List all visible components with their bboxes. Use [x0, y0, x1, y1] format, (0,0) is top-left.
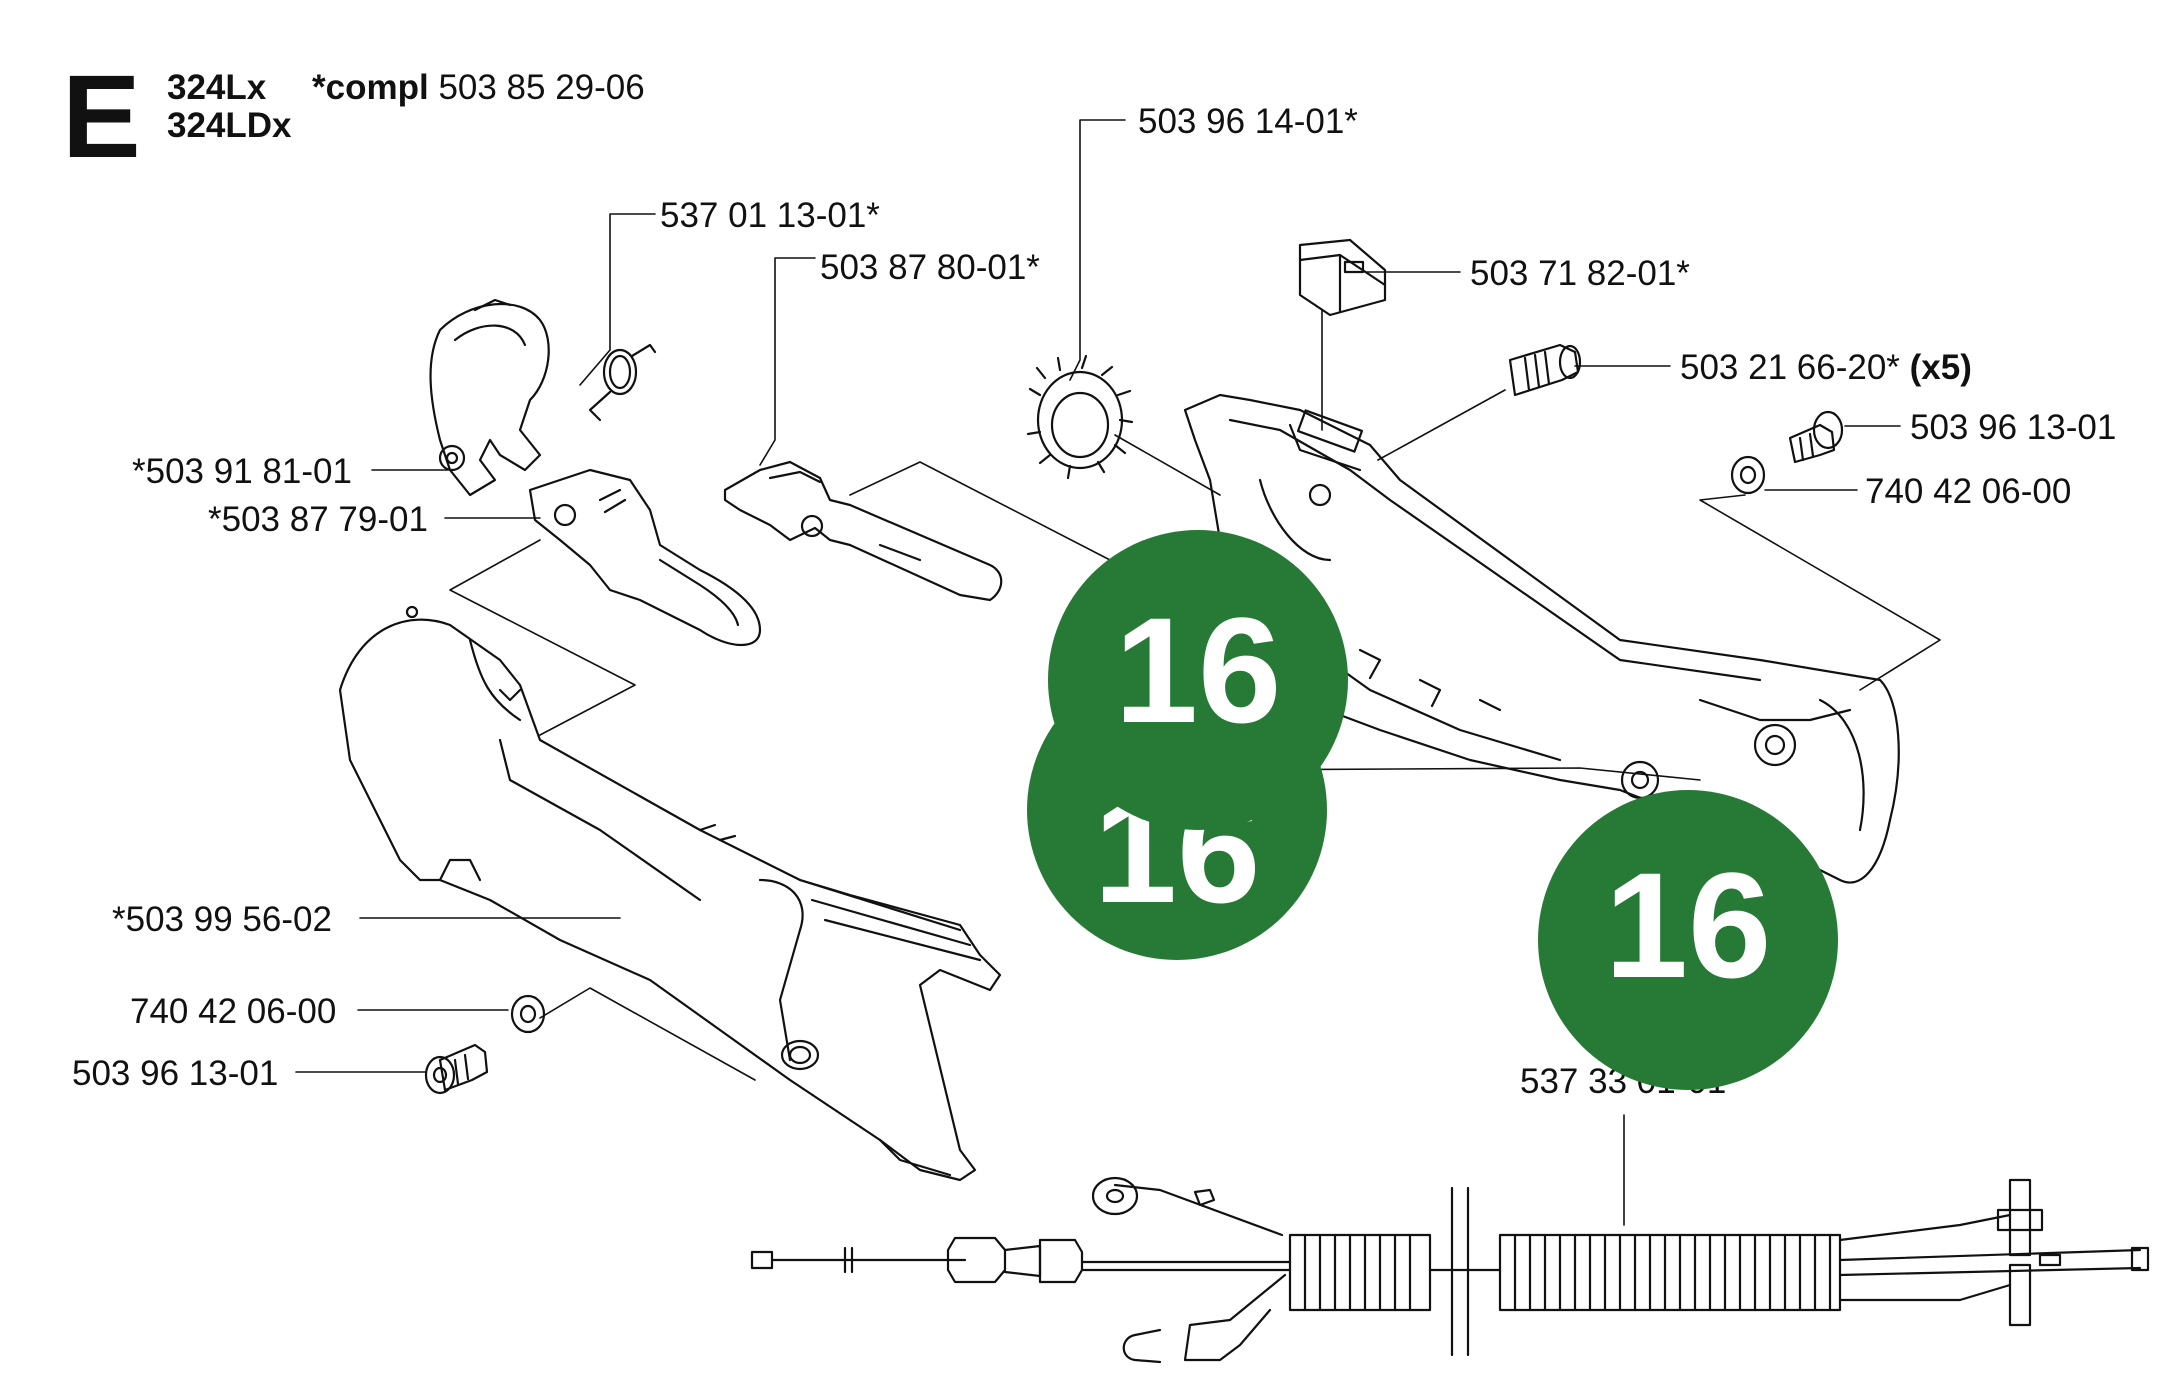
- leader-lines: [295, 119, 1941, 1226]
- part-number-503-21-66-20: 503 21 66-20*: [1680, 348, 1900, 387]
- clamp-drawing: [429, 298, 550, 497]
- model-name-2: 324LDx: [167, 106, 292, 145]
- part-label-503-99-56-02: *503 99 56-02: [112, 900, 332, 939]
- washer-right-drawing: [1730, 455, 1766, 495]
- part-label-503-71-82-01: 503 71 82-01*: [1470, 254, 1690, 293]
- screw-drawing: [1508, 343, 1582, 397]
- part-label-740-42-06-00-left: 740 42 06-00: [130, 992, 337, 1031]
- part-label-537-01-13-01: 537 01 13-01*: [660, 196, 880, 235]
- part-label-503-91-81-01: *503 91 81-01: [132, 452, 352, 491]
- part-label-503-96-13-01-left: 503 96 13-01: [72, 1054, 279, 1093]
- part-label-503-96-13-01-right: 503 96 13-01: [1910, 408, 2117, 447]
- part-label-740-42-06-00-right: 740 42 06-00: [1865, 472, 2072, 511]
- switch-drawing: [1298, 238, 1387, 317]
- cable-drawing: [750, 1176, 2150, 1364]
- washer-left-drawing: [510, 994, 546, 1034]
- complete-label: *compl: [312, 68, 429, 107]
- grip-drawing: [338, 605, 1002, 1182]
- complete-number: 503 85 29-06: [438, 68, 645, 107]
- part-label-503-87-79-01: *503 87 79-01: [208, 500, 428, 539]
- part-label-503-87-80-01: 503 87 80-01*: [820, 248, 1040, 287]
- screw-right-drawing: [1788, 410, 1844, 464]
- part-label-503-96-14-01: 503 96 14-01*: [1138, 102, 1358, 141]
- complete-assembly-note: *compl 503 85 29-06: [312, 70, 645, 105]
- model-name-1: 324Lx: [167, 68, 267, 107]
- lever-drawing: [723, 460, 1003, 602]
- badge-number: 16: [1114, 585, 1282, 754]
- ring-drawing: [1026, 354, 1134, 480]
- spring-drawing: [588, 343, 657, 422]
- section-letter: E: [62, 51, 141, 183]
- screw-left-drawing: [424, 1043, 489, 1095]
- badge-circle-front: 16: [1048, 530, 1348, 830]
- badge-number: 16: [1604, 840, 1772, 1009]
- trigger-drawing: [528, 468, 762, 647]
- quantity-x5: (x5): [1909, 348, 1972, 387]
- part-label-503-21-66-20: 503 21 66-20* (x5): [1680, 350, 1972, 385]
- badge-circle-right: 16: [1538, 790, 1838, 1090]
